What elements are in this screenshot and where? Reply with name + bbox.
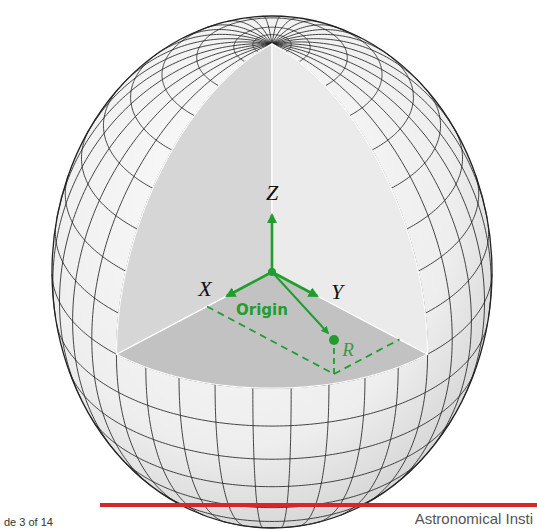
origin-dot	[268, 268, 276, 276]
sphere-grid	[52, 16, 492, 528]
grid-line	[103, 89, 152, 188]
point-dot	[329, 335, 339, 345]
grid-line	[92, 44, 272, 486]
coordinate-frame	[207, 215, 400, 374]
z-axis-arrow	[271, 215, 274, 272]
grid-line	[65, 175, 126, 271]
axis-label: Y	[331, 280, 343, 303]
point-label-anchor: R	[342, 340, 354, 360]
cutaway-planes	[116, 44, 427, 388]
footer-bar	[100, 503, 537, 507]
projection-dash	[333, 345, 335, 374]
slide-number-anchor: de 3 of 14	[3, 512, 54, 530]
grid-line	[55, 224, 118, 313]
yz-plane	[272, 44, 428, 354]
grid-line	[391, 89, 440, 188]
grid-line	[272, 44, 428, 504]
grid-line	[341, 367, 398, 515]
axis-label-anchor: X	[198, 277, 211, 300]
grid-line	[425, 224, 488, 313]
grid-line	[146, 367, 203, 515]
origin-label: Origin	[236, 303, 288, 319]
institute-name: Astronomical Insti	[414, 511, 534, 527]
grid-line	[116, 44, 272, 504]
sphere-body	[52, 16, 492, 528]
grid-line	[91, 417, 137, 457]
grid-line	[318, 377, 364, 522]
grid-line	[272, 44, 452, 486]
grid-line	[52, 274, 116, 354]
grid-line	[137, 417, 453, 487]
sphere-outline	[52, 16, 492, 528]
slide-number: de 3 of 14	[3, 517, 54, 529]
grid-line	[272, 18, 298, 44]
axis-label-anchor: Y	[331, 280, 343, 303]
grid-line	[272, 16, 280, 44]
institute-name-anchor: Astronomical Insti	[414, 510, 534, 528]
grid-line	[272, 34, 390, 56]
grid-line	[418, 175, 479, 271]
grid-line	[179, 377, 225, 522]
point-label: R	[342, 340, 354, 360]
axis-label: Z	[266, 181, 278, 204]
y-axis-arrow	[272, 272, 317, 296]
origin-label-anchor: Origin	[236, 301, 288, 319]
x-axis-arrow	[227, 272, 272, 296]
projection-dash	[334, 339, 400, 374]
axis-label: X	[198, 277, 211, 300]
grid-line	[121, 458, 153, 482]
grid-line	[272, 44, 471, 454]
grid-line	[73, 44, 272, 454]
axis-label-anchor: Z	[266, 181, 278, 204]
